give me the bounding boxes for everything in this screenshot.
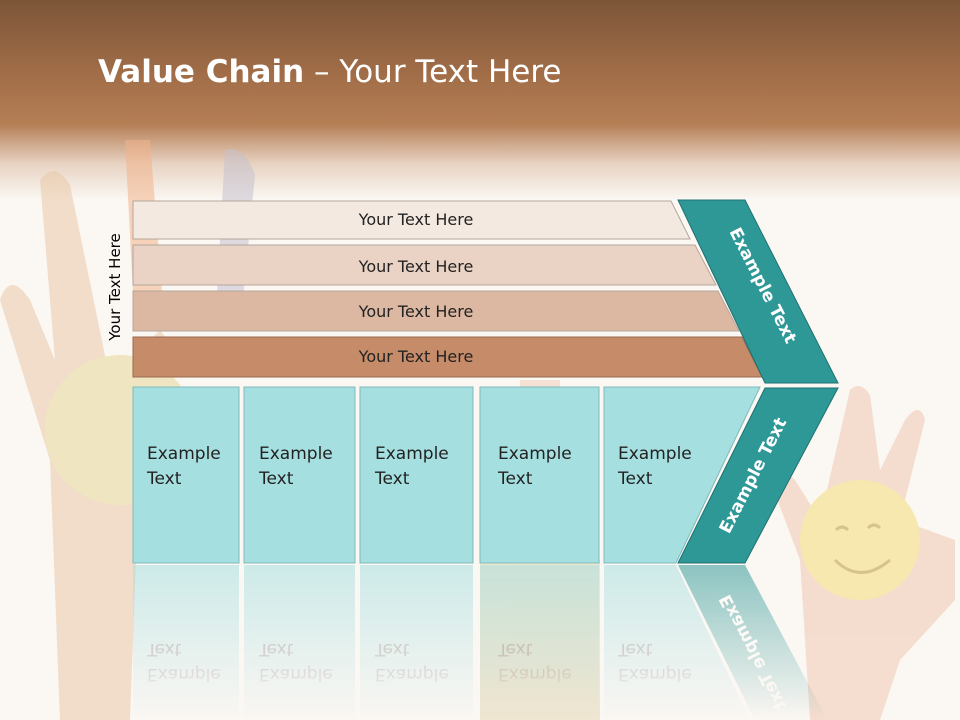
diagram-reflection: Example Text Example Text Example Text Exam… <box>133 565 828 720</box>
support-bar-label-3: Your Text Here <box>358 302 474 321</box>
support-activities: Your Text Here Your Text Here Your Text … <box>132 200 763 378</box>
svg-text:ExampleText: Example Text <box>374 639 449 684</box>
vertical-label: Your Text Here <box>106 233 124 341</box>
reflection-text: Example <box>259 664 333 684</box>
support-bar-label-1: Your Text Here <box>358 210 474 229</box>
support-bar-label-4: Your Text Here <box>358 347 474 366</box>
primary-box-4 <box>479 386 600 564</box>
page-title: Value Chain – Your Text Here <box>98 54 561 90</box>
reflection-text: Example <box>147 664 221 684</box>
primary-box-5 <box>603 386 761 564</box>
reflection-text: Text <box>497 639 533 659</box>
svg-text:ExampleText: Example Text <box>617 639 692 684</box>
svg-text:ExampleText: Example Text <box>258 639 333 684</box>
chevron-bottom <box>677 387 839 564</box>
reflection-text: Text <box>258 639 294 659</box>
svg-text:ExampleText: Example Text <box>146 639 221 684</box>
primary-box-3 <box>359 386 474 564</box>
header-band <box>0 0 960 200</box>
support-bar-3 <box>132 290 740 332</box>
reflection-text: Example <box>498 664 572 684</box>
reflection-text: Example <box>618 664 692 684</box>
support-bar-1 <box>132 200 691 240</box>
reflection-text: Example <box>375 664 449 684</box>
reflection-text: Text <box>146 639 182 659</box>
title-bold: Value Chain <box>98 54 305 90</box>
support-bar-label-2: Your Text Here <box>358 257 474 276</box>
chevron-top <box>677 199 839 384</box>
support-bar-2 <box>132 244 717 286</box>
reflection-text: Text <box>374 639 410 659</box>
primary-box-1 <box>132 386 240 564</box>
title-rest: – Your Text Here <box>304 54 562 90</box>
reflection-text: Text <box>617 639 653 659</box>
primary-box-2 <box>243 386 356 564</box>
svg-text:ExampleText: Example Text <box>497 639 572 684</box>
